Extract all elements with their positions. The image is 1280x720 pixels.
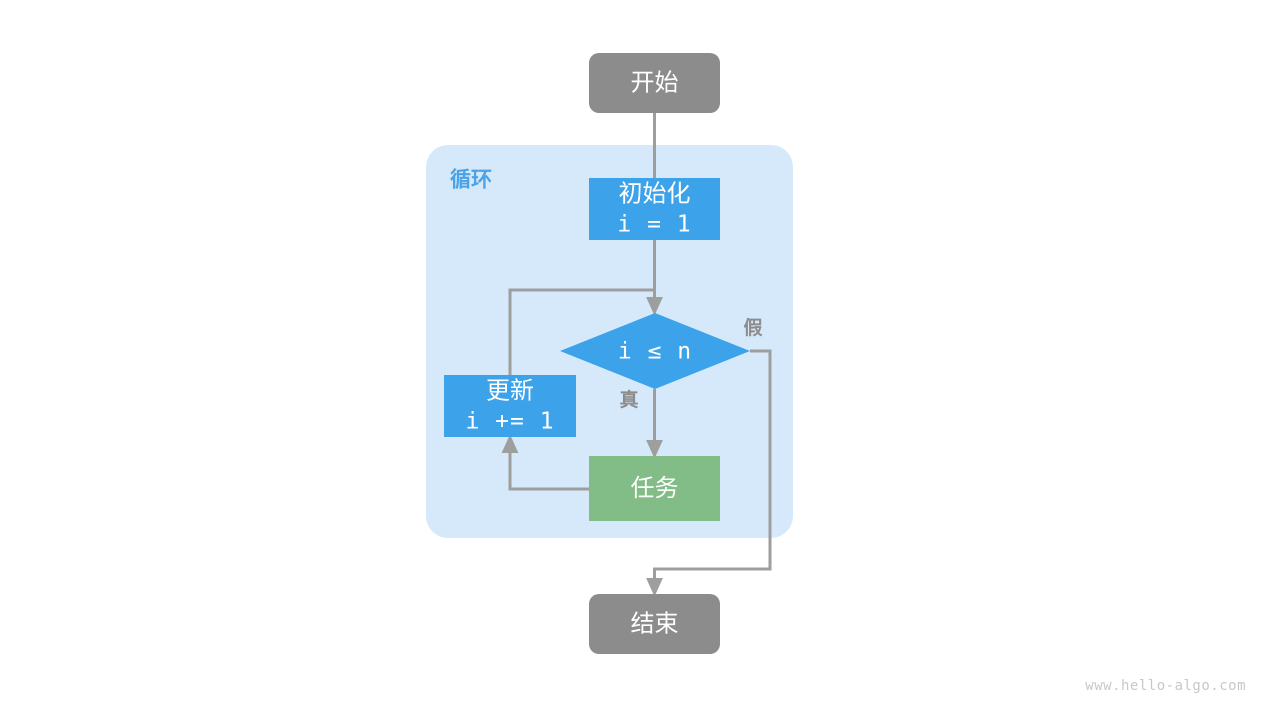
update-node-shape xyxy=(444,375,576,437)
edge-condition-true-to-task-label: 真 xyxy=(619,388,638,411)
update-node-sublabel: i += 1 xyxy=(465,409,554,435)
start-node-label: 开始 xyxy=(631,69,679,96)
end-node-label: 结束 xyxy=(631,610,679,637)
edge-label-layer: 真假 xyxy=(619,316,762,411)
end-node: 结束 xyxy=(589,594,720,654)
initialize-node-shape xyxy=(589,178,720,240)
edge-task-to-update xyxy=(501,434,589,491)
condition-node: i ≤ n xyxy=(560,313,750,389)
task-node-shape xyxy=(589,456,720,521)
condition-node-label: i ≤ n xyxy=(618,339,692,365)
edge-condition-false-to-end xyxy=(646,349,772,597)
loop-group-label: 循环 xyxy=(450,168,492,192)
initialize-node-sublabel: i = 1 xyxy=(617,212,691,238)
end-node-shape xyxy=(589,594,720,654)
edge-update-to-condition xyxy=(508,288,655,375)
task-node-label: 任务 xyxy=(631,475,679,502)
initialize-node: 初始化 i = 1 xyxy=(589,178,720,240)
start-node: 开始 xyxy=(589,53,720,113)
condition-node-shape xyxy=(560,313,750,389)
edge-condition-false-to-end-label: 假 xyxy=(743,316,762,339)
update-node-label: 更新 xyxy=(486,377,534,404)
initialize-node-label: 初始化 xyxy=(619,180,691,207)
watermark-text: www.hello-algo.com xyxy=(1085,678,1246,694)
task-node: 任务 xyxy=(589,456,720,521)
connector-layer xyxy=(501,113,772,597)
update-node: 更新 i += 1 xyxy=(444,375,576,437)
start-node-shape xyxy=(589,53,720,113)
